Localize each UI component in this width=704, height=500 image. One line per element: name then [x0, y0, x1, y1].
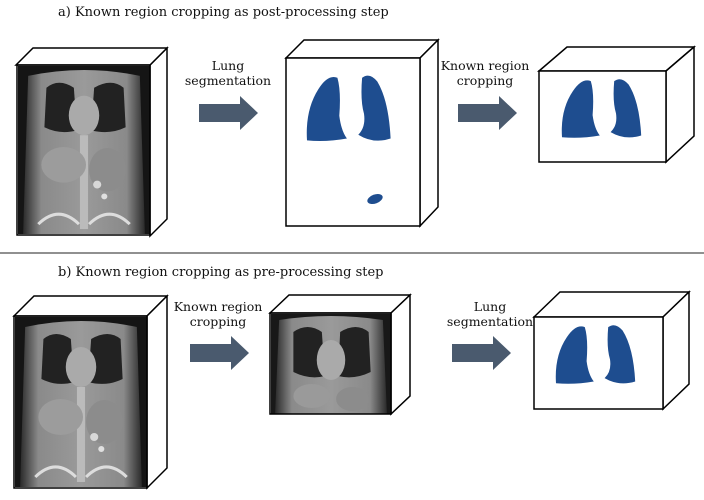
panel-a-ct-volume — [14, 46, 169, 238]
panel-b-step2-label-line2: segmentation — [447, 314, 533, 329]
panel-b-ct-volume — [12, 294, 169, 490]
panel-a-arrow-1 — [199, 96, 258, 130]
panel-b-mask-volume — [532, 290, 691, 411]
panel-a-segmentation-volume — [284, 38, 440, 228]
panel-b-step1-label-line1: Known region — [174, 299, 263, 314]
panel-b-arrow-1 — [190, 336, 249, 370]
panel-b-step1-label-line2: cropping — [190, 314, 247, 329]
panel-a-spurious-blob — [367, 193, 383, 205]
panel-a-step1-label-line1: Lung — [212, 58, 244, 73]
panel-a-heading: a) Known region cropping as post-process… — [58, 5, 389, 20]
panel-a-step2-label-line2: cropping — [457, 73, 514, 88]
panel-b-step2-label-line1: Lung — [474, 299, 506, 314]
panel-b-arrow-2 — [452, 336, 511, 370]
panel-b-cropped-ct-volume — [268, 293, 412, 416]
panel-a-arrow-2 — [458, 96, 517, 130]
panel-a-cropped-mask-volume — [536, 45, 697, 164]
panel-a-step2-label-line1: Known region — [441, 58, 530, 73]
panel-b-heading: b) Known region cropping as pre-processi… — [58, 265, 384, 280]
panel-a-step1-label-line2: segmentation — [185, 73, 271, 88]
